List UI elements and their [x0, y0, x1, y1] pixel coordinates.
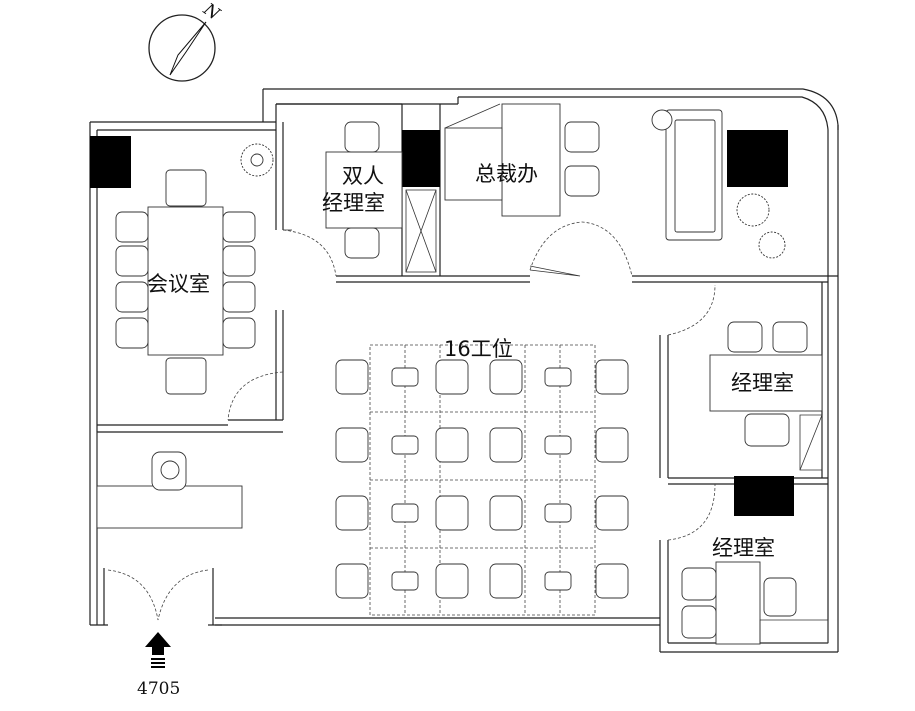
- conference-table: [147, 206, 224, 356]
- office-chair: [489, 563, 523, 599]
- room-label-double-manager-1: 双人: [342, 164, 384, 188]
- office-chair: [335, 427, 369, 463]
- office-chair: [435, 563, 469, 599]
- room-labels: 会议室 双人 经理室 总裁办 16工位 经理室 经理室: [147, 162, 794, 560]
- double-manager-furniture: [325, 121, 437, 273]
- pillar: [727, 130, 788, 187]
- office-chair: [335, 563, 369, 599]
- compass-needle-half: [169, 21, 207, 76]
- plant-icon: [758, 231, 786, 259]
- pillars: [90, 130, 794, 516]
- doors: [103, 221, 716, 625]
- manager-desk: [715, 561, 761, 645]
- plant-icon: [651, 109, 673, 131]
- office-chair: [489, 427, 523, 463]
- office-chair: [489, 359, 523, 395]
- workstation-chairs: [335, 359, 629, 599]
- arrow-up-icon: [145, 632, 171, 655]
- manager-a-furniture: [709, 321, 823, 471]
- compass-ring: [148, 14, 216, 82]
- room-label-meeting: 会议室: [147, 272, 210, 296]
- manager-b-furniture: [681, 561, 829, 645]
- entrance-number: 4705: [137, 679, 180, 699]
- pillar: [90, 136, 131, 188]
- manager-desk: [709, 354, 823, 412]
- plant-icon: [736, 193, 770, 227]
- office-chair: [489, 495, 523, 531]
- compass: N: [148, 0, 224, 82]
- office-chair: [335, 495, 369, 531]
- room-label-ceo: 总裁办: [475, 162, 538, 186]
- office-chair: [595, 359, 629, 395]
- reception-desk: [96, 485, 243, 529]
- office-chair: [595, 427, 629, 463]
- room-label-double-manager-2: 经理室: [322, 191, 385, 215]
- office-chair: [595, 563, 629, 599]
- office-chair: [335, 359, 369, 395]
- room-label-workstations: 16工位: [444, 337, 513, 361]
- meeting-room-furniture: [115, 143, 274, 395]
- person-icon: [160, 460, 180, 480]
- office-chair: [435, 427, 469, 463]
- office-chair: [435, 495, 469, 531]
- computer-icons: [391, 367, 572, 591]
- room-label-manager-a: 经理室: [731, 371, 794, 395]
- entrance-marker: 4705: [137, 632, 180, 699]
- office-chair: [595, 495, 629, 531]
- office-chair: [435, 359, 469, 395]
- pillar: [734, 476, 794, 516]
- room-label-manager-b: 经理室: [712, 536, 775, 560]
- right-chairs: [222, 211, 256, 349]
- left-chairs: [115, 211, 149, 349]
- workstations-area: [335, 344, 629, 616]
- ceo-desk: [501, 103, 561, 217]
- ceo-furniture: [444, 103, 786, 259]
- pillar: [402, 130, 440, 187]
- reception: [96, 451, 243, 529]
